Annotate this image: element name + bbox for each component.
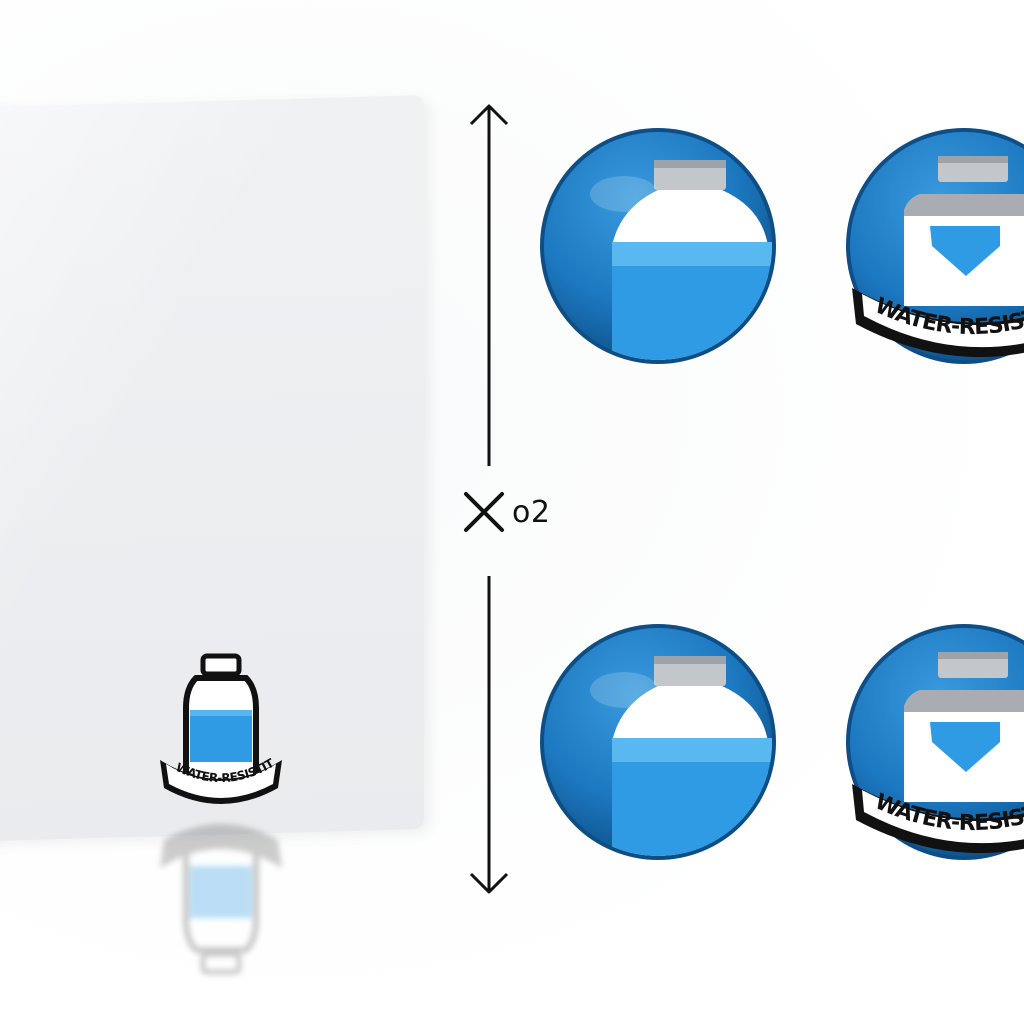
badge-reflection	[160, 824, 282, 975]
water-bottle-icon	[540, 128, 776, 364]
multiplier: o2	[460, 484, 550, 540]
water-resistant-badge-icon: WATER-RESISTIT	[846, 128, 1024, 364]
multiplier-label: o2	[512, 494, 551, 530]
small-water-resistant-badge: WATER-RESISTIT	[160, 653, 282, 804]
water-resistant-badge-icon: WATER-RESISTIT	[846, 624, 1024, 860]
upper-vertical-arrow	[469, 104, 509, 466]
lower-vertical-arrow	[469, 576, 509, 894]
times-icon	[464, 492, 504, 532]
water-bottle-icon	[540, 624, 776, 860]
